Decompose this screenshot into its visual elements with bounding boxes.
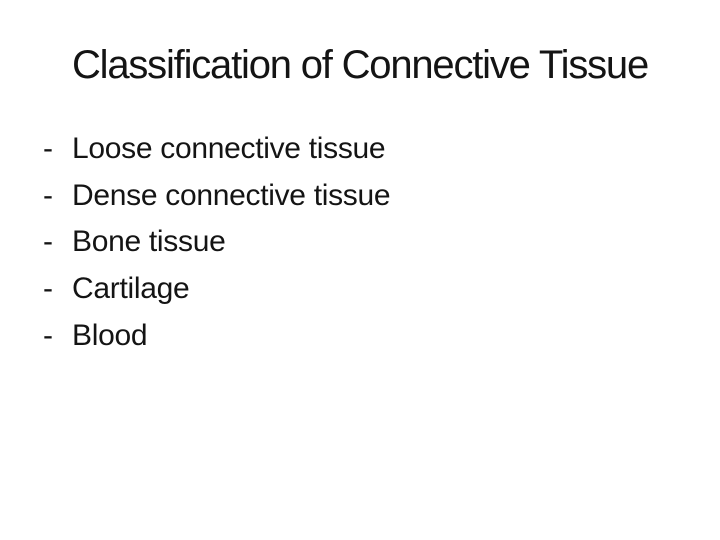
list-item: -Blood [43, 313, 720, 360]
list-item-text: Cartilage [72, 272, 190, 306]
list-item-text: Bone tissue [72, 225, 226, 259]
list-item: -Cartilage [43, 266, 720, 313]
list-item-text: Dense connective tissue [72, 178, 391, 212]
dash-bullet: - [43, 132, 53, 165]
list-item-text: Loose connective tissue [72, 132, 386, 165]
list-item: -Bone tissue [43, 219, 720, 266]
bullet-list: -Loose connective tissue -Dense connecti… [0, 126, 720, 360]
list-item: -Dense connective tissue [43, 173, 720, 220]
dash-bullet: - [43, 272, 53, 306]
dash-bullet: - [43, 178, 53, 212]
dash-bullet: - [43, 225, 53, 259]
list-item-text: Blood [72, 318, 148, 352]
list-item: -Loose connective tissue [43, 126, 720, 173]
dash-bullet: - [43, 318, 53, 352]
slide-title: Classification of Connective Tissue [71, 43, 649, 87]
